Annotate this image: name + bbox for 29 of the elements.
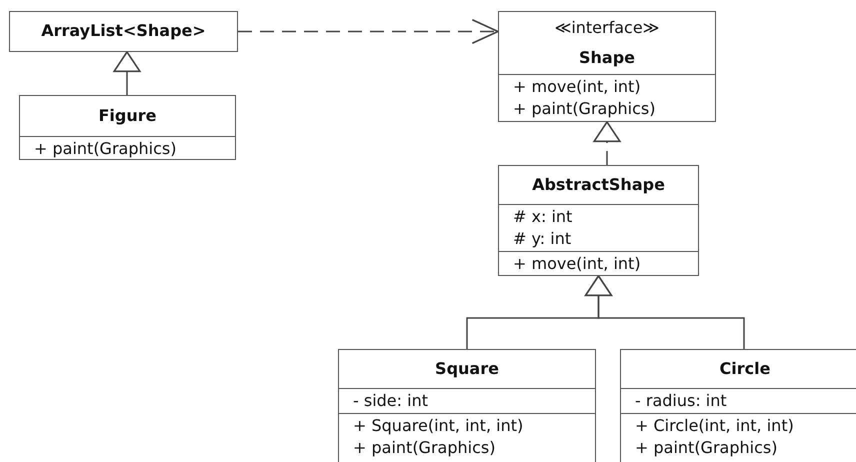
attribute-text: - side: int: [353, 390, 428, 412]
class-box: [9, 11, 238, 52]
dashed-arrow: [238, 18, 499, 44]
class-name: Square: [435, 358, 499, 380]
class-name: ArrayList<Shape>: [41, 20, 206, 42]
method-text: + Circle(int, int, int): [635, 415, 794, 437]
class-name: Shape: [578, 47, 635, 69]
class-name: AbstractShape: [532, 174, 665, 196]
class-name: Circle: [720, 358, 770, 380]
method-text: + move(int, int): [513, 253, 641, 275]
class-box: [338, 349, 596, 462]
method-text: + paint(Graphics): [635, 437, 778, 459]
attribute-text: # x: int: [513, 206, 572, 228]
stereotype-label: ≪interface≫: [554, 17, 660, 39]
class-box: [19, 95, 236, 160]
class-name: Figure: [98, 105, 156, 127]
class-box: [620, 349, 856, 462]
attribute-text: # y: int: [513, 228, 572, 250]
inheritance-arrow: [113, 51, 141, 95]
class-box: [498, 11, 716, 122]
method-text: + Square(int, int, int): [353, 415, 524, 437]
inheritance-arrow: [584, 275, 745, 349]
attribute-text: - radius: int: [635, 390, 727, 412]
method-text: + move(int, int): [513, 76, 641, 98]
dashed-arrow: [593, 121, 621, 165]
method-text: + paint(Graphics): [353, 437, 496, 459]
method-text: + paint(Graphics): [513, 98, 656, 120]
method-text: + paint(Graphics): [34, 138, 176, 160]
class-box: [498, 165, 699, 276]
